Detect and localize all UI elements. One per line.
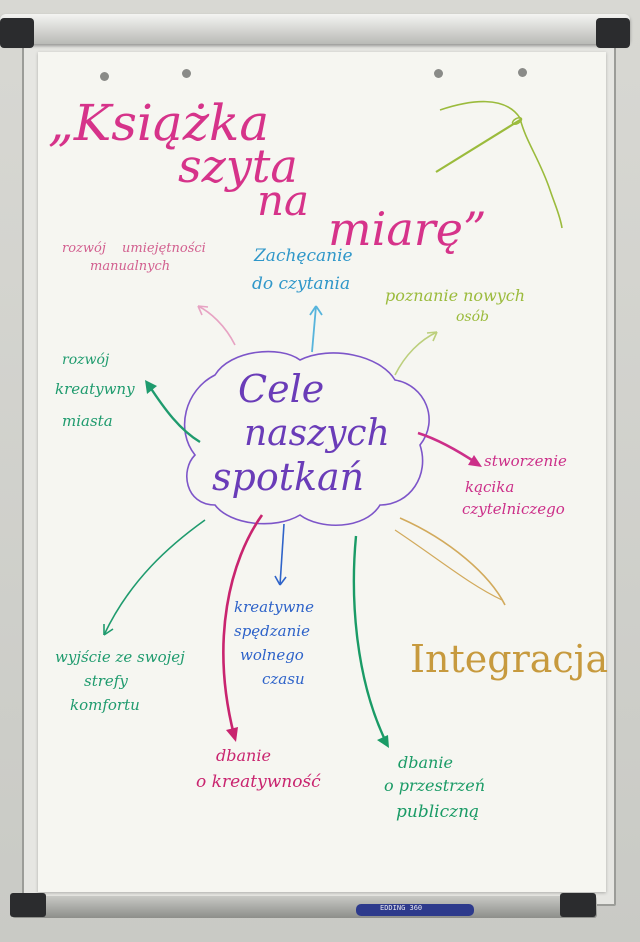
goal-strefa-1: wyjście ze swojej xyxy=(55,648,185,666)
paper-hole xyxy=(182,69,191,78)
goal-przestrzen-3: publiczną xyxy=(396,802,480,822)
flipchart-paper xyxy=(38,52,606,892)
marker-pen[interactable] xyxy=(356,904,474,916)
arrow-umiejetnosci xyxy=(197,305,236,346)
arrow-integracja xyxy=(399,517,506,606)
paper-hole xyxy=(518,68,527,77)
title-line-1: „Książka xyxy=(48,94,270,152)
arrow-poznanie xyxy=(394,331,438,376)
arrow-strefa xyxy=(103,519,206,636)
goal-integracja: Integracja xyxy=(410,637,609,681)
title-line-4: miarę” xyxy=(328,202,487,256)
goal-poznanie-2: osób xyxy=(456,309,490,325)
goal-czas-3: wolnego xyxy=(240,646,304,664)
goal-umiejetnosci-3: manualnych xyxy=(90,259,171,274)
goal-poznanie-1: poznanie nowych xyxy=(385,286,526,305)
goal-strefa-3: komfortu xyxy=(70,696,140,714)
goal-czas-2: spędzanie xyxy=(234,622,310,640)
center-line-1: Cele xyxy=(238,367,325,411)
goal-czytanie-1: Zachęcanie xyxy=(254,246,353,266)
flipchart-top-rail xyxy=(0,14,630,44)
goal-kacik-2: kącika xyxy=(465,478,515,496)
goal-kacik-3: czytelniczego xyxy=(462,500,565,518)
arrow-kreatywny xyxy=(146,383,201,444)
arrow-czas xyxy=(279,523,285,586)
goal-przestrzen-1: dbanie xyxy=(398,753,453,772)
goal-kreatywnosc-1: dbanie xyxy=(216,746,271,765)
goal-czytanie-2: do czytania xyxy=(252,274,351,294)
goal-kreatywny-1: rozwój xyxy=(62,352,110,368)
marker-label: EDDING 360 xyxy=(380,904,423,912)
needle-icon xyxy=(435,119,521,173)
goal-kreatywny-2: kreatywny xyxy=(55,380,135,398)
arrow-czytanie xyxy=(311,305,317,353)
goal-umiejetnosci-1: rozwój xyxy=(62,241,106,256)
goal-czas-1: kreatywne xyxy=(234,598,314,616)
goal-przestrzen-2: o przestrzeń xyxy=(384,776,485,795)
goal-strefa-2: strefy xyxy=(84,672,128,690)
title-line-3: na xyxy=(257,176,310,225)
goal-kreatywny-3: miasta xyxy=(62,412,113,430)
arrow-kreatywnosc xyxy=(222,514,264,736)
rail-right-clamp xyxy=(596,18,630,48)
goal-czas-4: czasu xyxy=(262,670,305,688)
goal-kacik-1: stworzenie xyxy=(484,452,567,470)
tray-right-clip xyxy=(560,893,596,917)
arrow-kacik xyxy=(417,431,479,466)
marker-tray xyxy=(12,896,597,918)
goal-kreatywnosc-2: o kreatywność xyxy=(196,772,321,792)
paper-hole xyxy=(100,72,109,81)
arrow-przestrzen xyxy=(352,535,388,743)
goal-umiejetnosci-2: umiejętności xyxy=(122,241,206,256)
center-line-3: spotkań xyxy=(212,455,365,499)
center-line-2: naszych xyxy=(244,413,390,454)
rail-left-clamp xyxy=(0,18,34,48)
center-cloud xyxy=(183,350,430,526)
paper-hole xyxy=(434,69,443,78)
title-line-2: szyta xyxy=(178,139,298,193)
tray-left-clip xyxy=(10,893,46,917)
